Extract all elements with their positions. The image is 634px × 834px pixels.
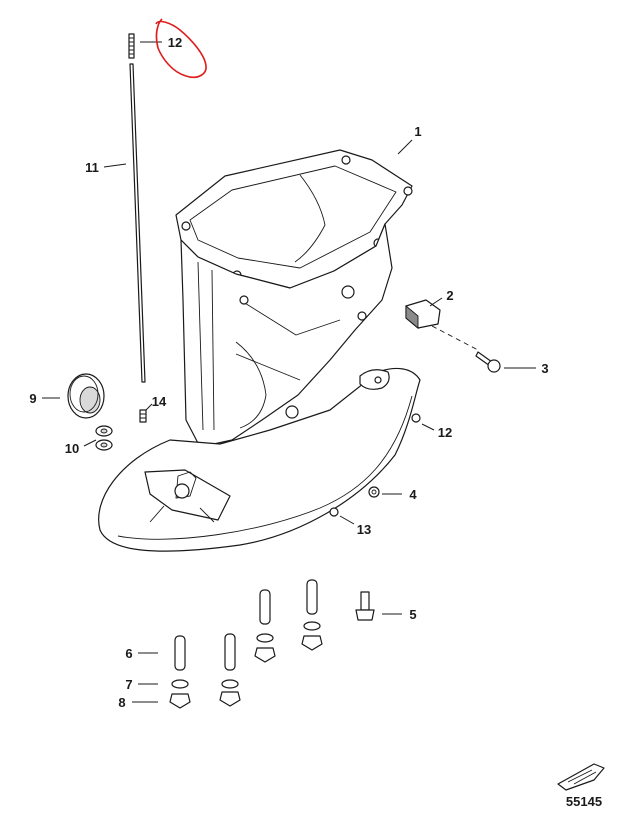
callout-5: 5 xyxy=(409,607,416,622)
stud xyxy=(259,589,271,625)
main-housing xyxy=(175,149,413,448)
clip-upper-hole xyxy=(100,428,108,434)
washer xyxy=(303,621,321,631)
callout-10: 10 xyxy=(65,441,79,456)
rod-assembly xyxy=(128,33,146,383)
housing-boss xyxy=(357,311,367,321)
long-rod xyxy=(129,63,146,383)
stud xyxy=(306,579,318,615)
washer xyxy=(221,679,239,689)
nut-bore xyxy=(371,489,377,495)
callout-3: 3 xyxy=(541,361,548,376)
leader-14 xyxy=(145,403,153,411)
trim-tab-hole xyxy=(374,376,382,384)
red-annotation-mark xyxy=(155,18,207,79)
callout-12-right: 12 xyxy=(438,425,452,440)
fitting-body xyxy=(139,409,147,423)
housing-contours xyxy=(235,299,341,381)
bolt-item-5 xyxy=(355,591,375,621)
housing-web xyxy=(235,341,267,429)
nut xyxy=(254,647,276,663)
callout-13: 13 xyxy=(357,522,371,537)
nut-item-12 xyxy=(411,413,421,423)
callout-11: 11 xyxy=(85,160,99,175)
housing-boss xyxy=(341,285,355,299)
plate-edge xyxy=(117,395,413,540)
nut xyxy=(301,635,323,651)
leader-1 xyxy=(397,139,413,155)
nut-body xyxy=(329,507,339,517)
callout-7: 7 xyxy=(125,677,132,692)
housing-inner-rim xyxy=(189,165,397,269)
stud-threads xyxy=(129,37,134,55)
callout-labels: 1 2 3 4 5 6 7 8 9 10 11 12 12 13 14 xyxy=(29,35,548,710)
figure-id-block: 55145 xyxy=(557,763,605,809)
nut-item-13 xyxy=(329,507,339,517)
washer xyxy=(256,633,274,643)
stud-set xyxy=(169,579,323,709)
bolt-item-3 xyxy=(475,351,501,373)
seal-inner xyxy=(79,386,101,414)
stud xyxy=(174,635,186,671)
nut xyxy=(169,693,191,709)
callout-9: 9 xyxy=(29,391,36,406)
stud xyxy=(224,633,236,671)
nut-body xyxy=(368,486,380,498)
bolt-shank xyxy=(360,591,370,611)
housing-hole xyxy=(285,405,299,419)
rim-boss xyxy=(181,221,191,231)
fitting-threads xyxy=(140,413,146,419)
seal-item-9 xyxy=(67,373,105,419)
leader-10 xyxy=(83,439,97,447)
callout-4: 4 xyxy=(409,487,417,502)
fitting-item-14 xyxy=(139,409,147,423)
sensor-axis-line xyxy=(431,325,479,351)
leader-12-right xyxy=(421,423,435,431)
figure-number: 55145 xyxy=(566,794,602,809)
rim-boss xyxy=(403,186,413,196)
plate-hole xyxy=(174,483,190,499)
clip-lower-hole xyxy=(100,442,108,448)
washer xyxy=(171,679,189,689)
leader-11 xyxy=(103,163,127,168)
nut-item-4 xyxy=(368,486,380,498)
callout-6: 6 xyxy=(125,646,132,661)
housing-rib-left xyxy=(197,261,215,431)
housing-hole xyxy=(239,295,249,305)
callout-12-top: 12 xyxy=(168,35,182,50)
sensor-block xyxy=(405,299,479,351)
leader-13 xyxy=(339,515,355,525)
sensor-face xyxy=(405,305,419,329)
anti-ventilation-plate xyxy=(98,367,421,552)
leader-lines xyxy=(42,41,536,703)
plate-struts xyxy=(149,505,215,523)
housing-inner-wall xyxy=(294,174,326,263)
rim-boss xyxy=(341,155,351,165)
leader-2 xyxy=(429,297,443,307)
callout-2: 2 xyxy=(446,288,453,303)
seal-lip xyxy=(69,375,99,413)
nut xyxy=(219,691,241,707)
bolt-head xyxy=(487,359,501,373)
callout-14: 14 xyxy=(152,394,167,409)
nut-body xyxy=(411,413,421,423)
callout-1: 1 xyxy=(414,124,421,139)
clips-item-10 xyxy=(95,425,113,451)
callout-8: 8 xyxy=(118,695,125,710)
boat-icon xyxy=(557,763,605,791)
bolt-flange-head xyxy=(355,609,375,621)
